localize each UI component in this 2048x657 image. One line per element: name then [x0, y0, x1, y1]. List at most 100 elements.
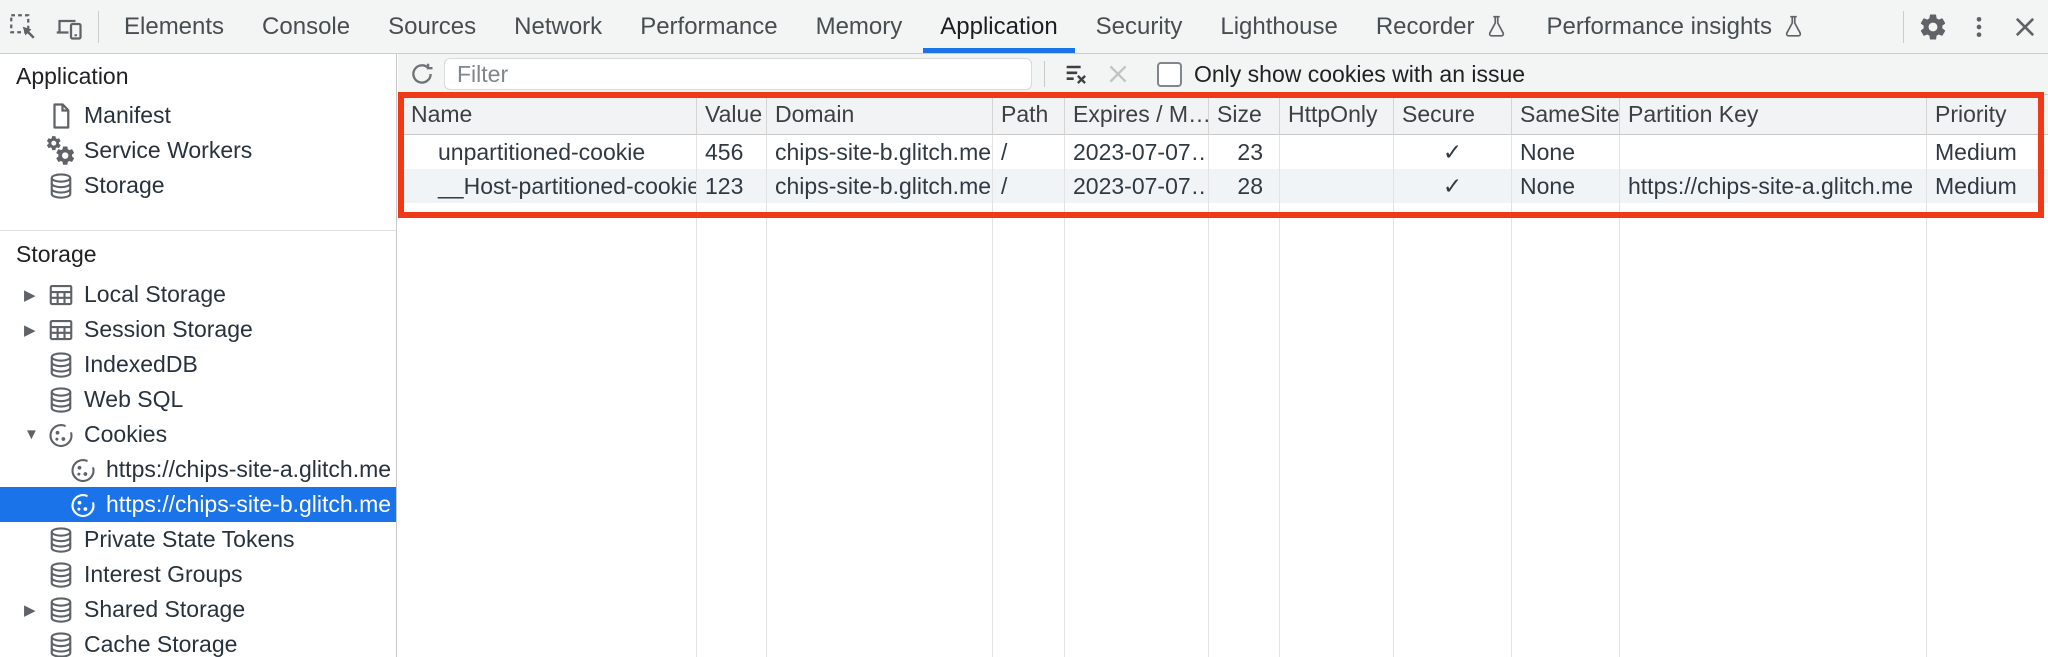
cookie-row-cell-samesite[interactable]: None: [1512, 135, 1620, 169]
sidebar-item-label: Service Workers: [84, 137, 253, 163]
cookie-row-cell-name[interactable]: unpartitioned-cookie: [398, 135, 697, 169]
tab-elements[interactable]: Elements: [105, 0, 243, 53]
column-header-partition-key[interactable]: Partition Key: [1620, 95, 1927, 135]
cookie-row-cell-size[interactable]: 28: [1209, 169, 1280, 203]
cookie-row-cell-value[interactable]: 123: [697, 169, 767, 203]
close-devtools-button[interactable]: [2002, 0, 2048, 54]
sidebar-item-cookies[interactable]: ▼ Cookies: [0, 417, 396, 452]
cookie-row-cell-secure[interactable]: ✓: [1394, 135, 1512, 169]
tab-console[interactable]: Console: [243, 0, 369, 53]
database-icon: [46, 560, 76, 590]
sidebar-item-cache-storage[interactable]: Cache Storage: [0, 627, 396, 657]
sidebar-item-label: https://chips-site-b.glitch.me: [106, 491, 392, 517]
cookie-row-cell-secure[interactable]: ✓: [1394, 169, 1512, 203]
cookie-row-cell-name[interactable]: __Host-partitioned-cookie: [398, 169, 697, 203]
sidebar-item-label: Private State Tokens: [84, 526, 295, 552]
database-icon: [46, 595, 76, 625]
sidebar-item-web-sql[interactable]: Web SQL: [0, 382, 396, 417]
cookie-row-cell-priority[interactable]: Medium: [1927, 169, 2048, 203]
column-header-domain[interactable]: Domain: [767, 95, 993, 135]
cookie-row-cell-samesite[interactable]: None: [1512, 169, 1620, 203]
sidebar-item-label: Cookies: [84, 421, 168, 447]
column-header-priority[interactable]: Priority: [1927, 95, 2048, 135]
sidebar-item-indexeddb[interactable]: IndexedDB: [0, 347, 396, 382]
cookie-row-cell-expires[interactable]: 2023-07-07…: [1065, 135, 1209, 169]
kebab-menu-icon: [1965, 13, 1993, 41]
tab-performance-insights[interactable]: Performance insights: [1528, 0, 1825, 53]
only-issues-label[interactable]: Only show cookies with an issue: [1194, 60, 1526, 87]
delete-cookie-button[interactable]: [1097, 54, 1139, 95]
sidebar-item-service-workers[interactable]: Service Workers: [0, 133, 396, 168]
tab-label: Performance insights: [1546, 12, 1772, 40]
sidebar-item-label: Web SQL: [84, 386, 184, 412]
collapse-arrow-icon[interactable]: ▼: [24, 426, 39, 443]
filter-input[interactable]: [444, 58, 1032, 90]
expand-arrow-icon[interactable]: ▶: [24, 321, 36, 339]
cookie-row-cell-size[interactable]: 23: [1209, 135, 1280, 169]
sidebar-item-interest-groups[interactable]: Interest Groups: [0, 557, 396, 592]
devtools-tabbar: Elements Console Sources Network Perform…: [0, 0, 2048, 54]
column-header-httponly[interactable]: HttpOnly: [1280, 95, 1394, 135]
sidebar-item-session-storage[interactable]: ▶ Session Storage: [0, 312, 396, 347]
column-header-expires[interactable]: Expires / M…: [1065, 95, 1209, 135]
device-toolbar-button[interactable]: [46, 0, 92, 54]
tab-application[interactable]: Application: [921, 0, 1076, 53]
sidebar-item-cookies-chips-site-b[interactable]: https://chips-site-b.glitch.me: [0, 487, 396, 522]
column-header-value[interactable]: Value: [697, 95, 767, 135]
sidebar-item-shared-storage[interactable]: ▶ Shared Storage: [0, 592, 396, 627]
inspect-element-button[interactable]: [0, 0, 46, 54]
device-toolbar-icon: [54, 12, 84, 42]
cookie-row-cell-expires[interactable]: 2023-07-07…: [1065, 169, 1209, 203]
tab-sources[interactable]: Sources: [369, 0, 495, 53]
cookie-row-cell-partition-key[interactable]: [1620, 135, 1927, 169]
cookie-row-cell-domain[interactable]: chips-site-b.glitch.me: [767, 135, 993, 169]
column-header-size[interactable]: Size: [1209, 95, 1280, 135]
tab-label: Recorder: [1375, 12, 1475, 40]
section-title-label: Storage: [16, 240, 97, 267]
refresh-button[interactable]: [400, 54, 444, 95]
tab-label: Elements: [124, 12, 225, 40]
empty-grid-cell: [1394, 203, 1512, 657]
cookie-row-cell-httponly[interactable]: [1280, 135, 1394, 169]
tab-network[interactable]: Network: [495, 0, 621, 53]
cookie-row-cell-path[interactable]: /: [993, 135, 1065, 169]
column-header-name[interactable]: Name: [398, 95, 697, 135]
tab-label: Application: [940, 12, 1058, 40]
column-header-samesite[interactable]: SameSite: [1512, 95, 1620, 135]
cookie-row-cell-domain[interactable]: chips-site-b.glitch.me: [767, 169, 993, 203]
refresh-icon: [408, 60, 436, 88]
column-header-path[interactable]: Path: [993, 95, 1065, 135]
database-icon: [46, 385, 76, 415]
sidebar-item-storage[interactable]: Storage: [0, 168, 396, 203]
sidebar-section-application: Application: [0, 54, 396, 98]
tab-performance[interactable]: Performance: [621, 0, 796, 53]
expand-arrow-icon[interactable]: ▶: [24, 286, 36, 304]
sidebar-item-label: https://chips-site-a.glitch.me: [106, 456, 392, 482]
empty-grid-cell: [1209, 203, 1280, 657]
cookie-icon: [68, 455, 98, 485]
more-options-button[interactable]: [1956, 0, 2002, 54]
empty-grid-cell: [1065, 203, 1209, 657]
column-header-secure[interactable]: Secure: [1394, 95, 1512, 135]
cookie-row-cell-path[interactable]: /: [993, 169, 1065, 203]
tab-label: Security: [1095, 12, 1183, 40]
cookie-row-cell-value[interactable]: 456: [697, 135, 767, 169]
cookie-row-cell-partition-key[interactable]: https://chips-site-a.glitch.me: [1620, 169, 1927, 203]
database-icon: [46, 350, 76, 380]
settings-button[interactable]: [1910, 0, 1956, 54]
cookie-row-cell-priority[interactable]: Medium: [1935, 138, 2017, 165]
tab-recorder[interactable]: Recorder: [1357, 0, 1528, 53]
tab-lighthouse[interactable]: Lighthouse: [1201, 0, 1356, 53]
sidebar-item-label: IndexedDB: [84, 351, 198, 377]
tab-memory[interactable]: Memory: [797, 0, 922, 53]
expand-arrow-icon[interactable]: ▶: [24, 601, 36, 619]
only-issues-checkbox[interactable]: [1157, 61, 1182, 87]
clear-filter-button[interactable]: [1055, 54, 1097, 95]
sidebar-item-manifest[interactable]: Manifest: [0, 98, 396, 133]
cookie-row-cell-httponly[interactable]: [1280, 169, 1394, 203]
tab-security[interactable]: Security: [1077, 0, 1202, 53]
sidebar-item-private-state-tokens[interactable]: Private State Tokens: [0, 522, 396, 557]
sidebar-item-local-storage[interactable]: ▶ Local Storage: [0, 277, 396, 312]
sidebar-item-cookies-chips-site-a[interactable]: https://chips-site-a.glitch.me: [0, 452, 396, 487]
database-icon: [46, 630, 76, 657]
